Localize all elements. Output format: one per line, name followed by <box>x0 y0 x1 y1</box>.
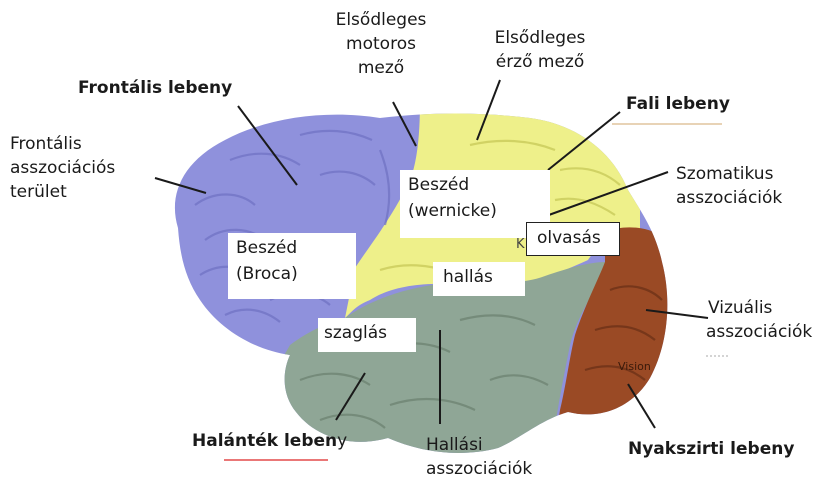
szomatikus-line2: asszociációk <box>676 186 782 210</box>
vizualis-label: Vizuális asszociációk <box>706 296 812 344</box>
broca-box: Beszéd (Broca) <box>228 233 356 299</box>
frontalis-assz-label: Frontális asszociációs terület <box>10 132 115 204</box>
olvasas-box: olvasás <box>526 222 620 256</box>
fali-lebeny-label: Fali lebeny <box>626 92 730 116</box>
szomatikus-label: Szomatikus asszociációk <box>676 162 782 210</box>
frontalis-lebeny-label: Frontális lebeny <box>78 76 232 100</box>
frontalis-assz-line2: asszociációs <box>10 156 115 180</box>
broca-line2: (Broca) <box>236 261 348 287</box>
hallas-text: hallás <box>443 267 493 287</box>
halantek-label: Halánték lebeny <box>192 429 347 453</box>
erzo-line2: érző mező <box>480 50 600 74</box>
motoros-line1: Elsődleges <box>326 8 436 32</box>
szaglas-box: szaglás <box>318 318 416 352</box>
frontalis-assz-line1: Frontális <box>10 132 115 156</box>
hallasi-label: Hallási asszociációk <box>426 433 532 481</box>
broca-line1: Beszéd <box>236 235 348 261</box>
nyakszirti-label: Nyakszirti lebeny <box>628 437 794 461</box>
line-nyakszirti <box>628 384 655 428</box>
hallasi-line2: asszociációk <box>426 457 532 481</box>
k-text: K <box>516 237 525 252</box>
frontalis-assz-line3: terület <box>10 180 115 204</box>
szaglas-text: szaglás <box>324 323 387 343</box>
halantek-tail: y <box>337 431 347 451</box>
hallasi-line1: Hallási <box>426 433 532 457</box>
olvasas-text: olvasás <box>537 228 601 248</box>
wernicke-line1: Beszéd <box>408 172 542 198</box>
erzo-label: Elsődleges érző mező <box>480 26 600 74</box>
vizualis-line2: asszociációk <box>706 320 812 344</box>
hallas-box: hallás <box>433 262 525 296</box>
vizualis-line1: Vizuális <box>706 296 812 320</box>
erzo-line1: Elsődleges <box>480 26 600 50</box>
motoros-line3: mező <box>326 56 436 80</box>
motoros-label: Elsődleges motoros mező <box>326 8 436 80</box>
szomatikus-line1: Szomatikus <box>676 162 782 186</box>
vision-text: Vision <box>618 360 651 373</box>
halantek-bold: Halánték leben <box>192 431 337 451</box>
motoros-line2: motoros <box>326 32 436 56</box>
wernicke-line2: (wernicke) <box>408 198 542 224</box>
